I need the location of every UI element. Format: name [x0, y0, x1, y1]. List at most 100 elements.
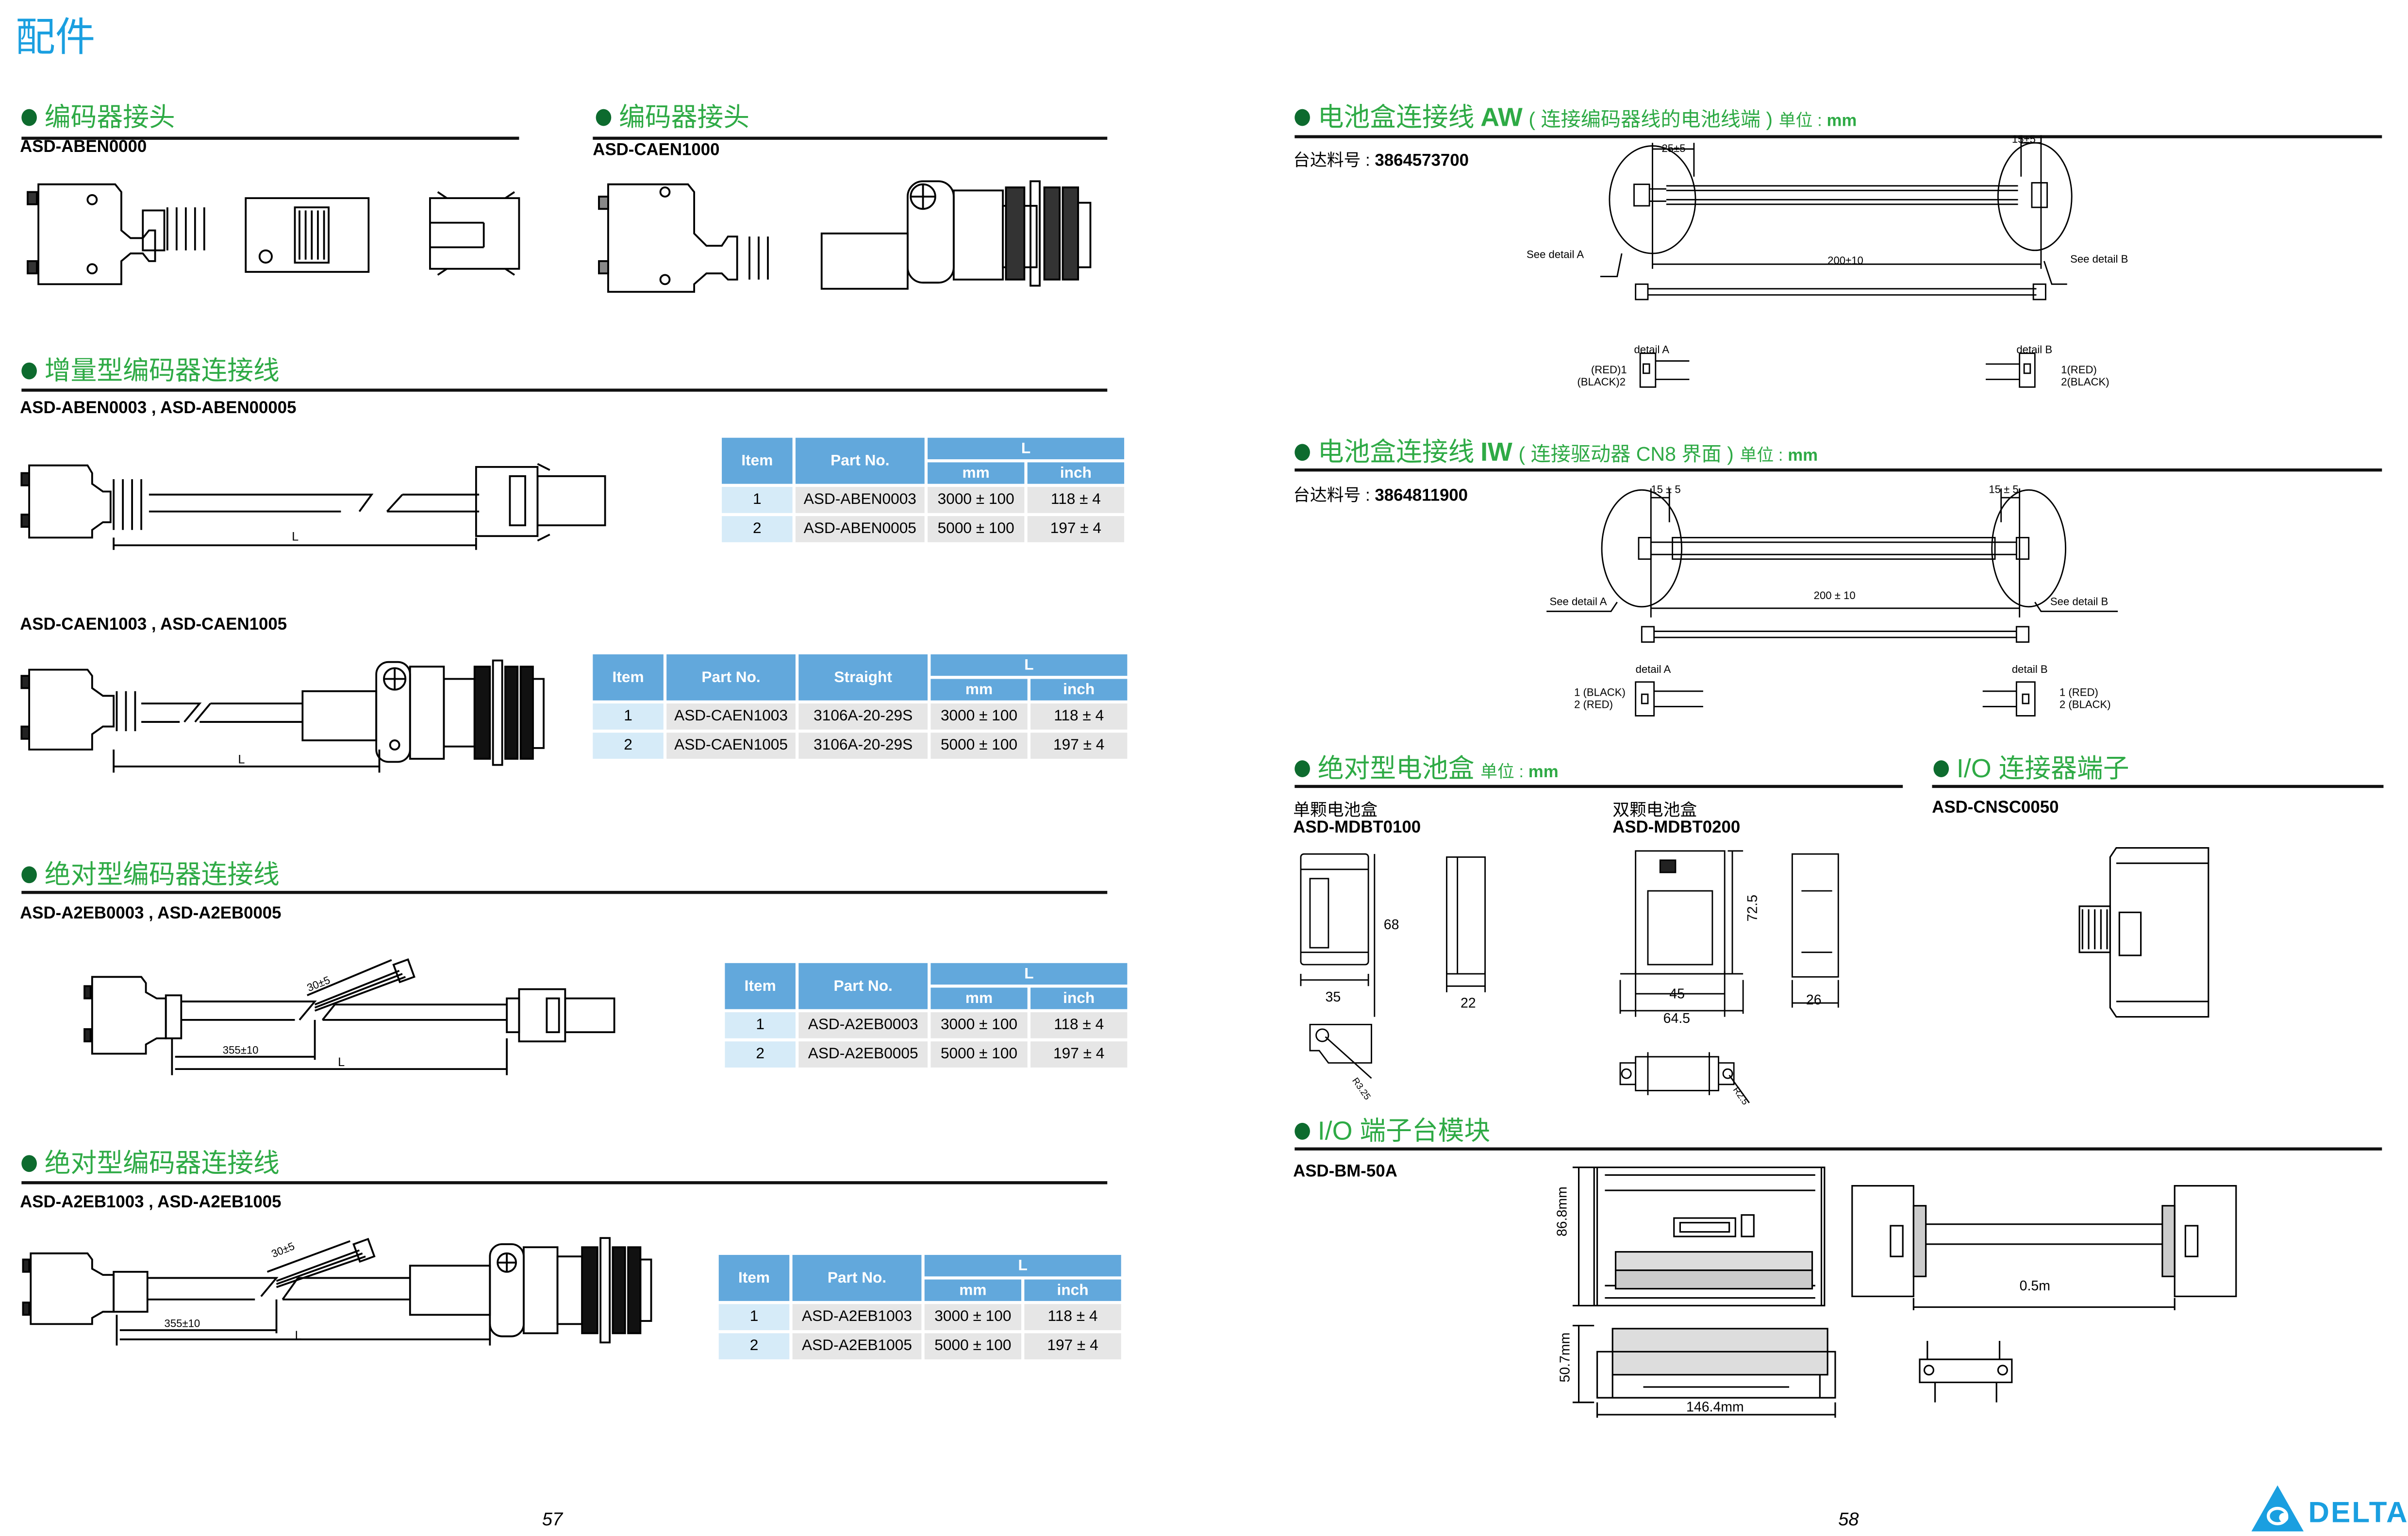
section-title: I/O 连接器端子	[1956, 754, 2129, 784]
bullet-icon	[21, 362, 37, 380]
cell-inch: 197 ± 4	[1027, 516, 1125, 542]
dimension-label: 146.4mm	[1686, 1400, 1744, 1415]
cell-straight: 3106A-20-29S	[798, 703, 928, 730]
part-numbers: ASD-CAEN1003 , ASD-CAEN1005	[20, 616, 287, 634]
table-row: 1 ASD-A2EB1003 3000 ± 100 118 ± 4	[718, 1304, 1121, 1331]
section-incremental-cable: 增量型编码器连接线	[21, 349, 280, 387]
detail-a-pin2: (BLACK)2	[1577, 376, 1626, 388]
detail-a-title: detail A	[1636, 663, 1671, 675]
cell-item: 2	[725, 1041, 796, 1068]
section-heading: 绝对型电池盒 单位 : mm	[1295, 747, 1559, 785]
part-number: ASD-MDBT0100	[1293, 818, 1421, 837]
header-item: Item	[725, 963, 796, 1009]
see-detail-a-label: See detail A	[1527, 249, 1584, 261]
unit-value: mm	[1788, 447, 1818, 466]
cell-mm: 5000 ± 100	[930, 1041, 1028, 1068]
material-value: 3864811900	[1375, 486, 1468, 505]
bullet-icon	[596, 109, 612, 126]
cell-part-no: ASD-A2EB1003	[792, 1304, 922, 1331]
dimension-label: 355±10	[165, 1318, 200, 1330]
brand-name: DELTA	[2308, 1497, 2408, 1530]
dimension-label: 68	[1384, 917, 1399, 933]
bullet-icon	[1295, 109, 1310, 126]
unit-caption: 单位 :	[1480, 763, 1524, 782]
cell-inch: 197 ± 4	[1024, 1333, 1121, 1360]
cell-item: 1	[718, 1304, 790, 1331]
bullet-icon	[1933, 760, 1949, 777]
cell-inch: 197 ± 4	[1030, 1041, 1128, 1068]
divider	[21, 891, 1108, 894]
divider	[593, 136, 1108, 140]
header-mm: mm	[930, 679, 1028, 701]
cell-part-no: ASD-ABEN0005	[795, 516, 925, 542]
material-number: 台达料号 : 3864811900	[1293, 482, 1468, 507]
table-row: 2 ASD-A2EB1005 5000 ± 100 197 ± 4	[718, 1333, 1121, 1360]
dimension-label: 45	[1669, 986, 1685, 1002]
dimension-label: 200±10	[1827, 254, 1863, 267]
cell-mm: 3000 ± 100	[930, 1012, 1028, 1038]
dimension-label: 72.5	[1745, 895, 1760, 921]
bullet-icon	[1295, 1122, 1310, 1140]
section-battery-box: 绝对型电池盒 单位 : mm	[1295, 747, 1559, 785]
dimension-label: 26	[1806, 992, 1822, 1008]
header-mm: mm	[924, 1279, 1022, 1301]
dimension-label: 22	[1461, 996, 1476, 1011]
header-inch: inch	[1030, 987, 1128, 1009]
double-box-name: 双颗电池盒	[1612, 801, 1697, 820]
dimension-label: 35	[1326, 989, 1341, 1005]
page-number-right: 58	[1838, 1508, 1859, 1530]
dimension-label: 15±5	[2012, 133, 2036, 145]
section-title: 电池盒连接线	[1317, 102, 1475, 133]
dimension-label: L	[295, 1329, 301, 1342]
section-title: 编码器接头	[619, 102, 750, 133]
bullet-icon	[1295, 444, 1310, 461]
section-battery-cable-iw: 电池盒连接线 IW ( 连接驱动器 CN8 界面 ) 单位 : mm	[1295, 430, 1818, 468]
cell-mm: 5000 ± 100	[928, 516, 1025, 542]
cell-item: 2	[722, 516, 793, 542]
connector-drawing-caen1000	[598, 180, 1092, 293]
divider	[1295, 468, 2382, 472]
detail-a-pin2: 2 (RED)	[1574, 699, 1613, 711]
dimension-label: 25±5	[1661, 142, 1685, 154]
delta-logo-icon	[2251, 1485, 2304, 1532]
header-inch: inch	[1024, 1279, 1121, 1301]
table-row: 1 ASD-A2EB0003 3000 ± 100 118 ± 4	[725, 1012, 1128, 1038]
section-heading: 编码器接头	[596, 95, 749, 134]
unit-caption: 单位 :	[1778, 112, 1822, 131]
part-numbers: ASD-ABEN0003 , ASD-ABEN00005	[20, 399, 297, 418]
detail-b-title: detail B	[2012, 663, 2048, 675]
header-item: Item	[722, 437, 793, 484]
section-subtitle: ( 连接驱动器 CN8 界面 )	[1518, 442, 1734, 466]
section-io-connector: I/O 连接器端子	[1933, 747, 2129, 785]
header-item: Item	[718, 1254, 790, 1301]
divider	[21, 388, 1108, 392]
detail-b-title: detail B	[2016, 344, 2052, 356]
battery-box-drawing: 68 35 22 R3.25 72.5 45 64.5 26 R2.5	[1300, 850, 1839, 1107]
dimension-label: 355±10	[223, 1044, 259, 1056]
section-heading: 编码器接头	[21, 95, 175, 134]
unit-caption: 单位 :	[1740, 447, 1783, 466]
dimension-label: 50.7mm	[1558, 1333, 1573, 1383]
section-heading: I/O 连接器端子	[1933, 747, 2129, 785]
section-heading: 增量型编码器连接线	[21, 349, 280, 387]
divider	[1932, 785, 2384, 788]
section-title: I/O 端子台模块	[1317, 1117, 1491, 1146]
section-encoder-connector-2: 编码器接头	[596, 95, 749, 134]
section-title: 增量型编码器连接线	[44, 356, 280, 386]
cell-part-no: ASD-A2EB0005	[798, 1041, 928, 1068]
dimension-label: L	[238, 753, 245, 767]
divider	[1295, 1147, 2382, 1151]
cell-item: 1	[593, 703, 664, 730]
section-heading: 绝对型编码器连接线	[21, 1141, 280, 1180]
material-number: 台达料号 : 3864573700	[1293, 148, 1469, 172]
material-label: 台达料号 :	[1293, 486, 1370, 505]
header-part-no: Part No.	[666, 654, 796, 701]
detail-b-pin1: 1(RED)	[2061, 364, 2097, 376]
detail-a-title: detail A	[1634, 344, 1669, 356]
cell-part-no: ASD-A2EB0003	[798, 1012, 928, 1038]
cell-mm: 3000 ± 100	[930, 703, 1028, 730]
divider	[1295, 785, 1903, 788]
detail-b-pin2: 2(BLACK)	[2061, 376, 2109, 388]
detail-b-pin1: 1 (RED)	[2059, 686, 2098, 698]
